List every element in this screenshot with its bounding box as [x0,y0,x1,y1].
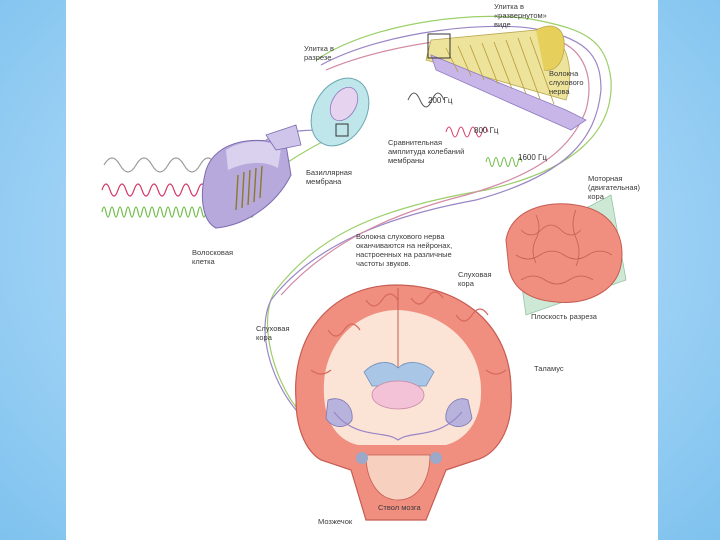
label-cochlea-unrolled: Улитка в «развернутом» виде [494,2,547,29]
label-freq-1600: 1600 Гц [518,153,547,162]
label-auditory-cortex-left: Слуховая кора [256,324,290,342]
label-brainstem: Ствол мозга [378,503,421,512]
label-motor-cortex: Моторная (двигательная) кора [588,174,640,201]
label-freq-800: 800 Гц [474,126,498,135]
label-cochlea-section: Улитка в разрезе [304,44,334,62]
hair-cell-illustration [202,125,301,228]
slide-frame: Улитка в «развернутом» виде Улитка в раз… [66,0,658,540]
label-hair-cell: Волосковая клетка [192,248,233,266]
brain-coronal-section [296,285,512,520]
label-cerebellum: Мозжечок [318,517,352,526]
brain-side-view [506,195,626,315]
label-section-plane: Плоскость разреза [531,312,597,321]
label-auditory-cortex-right: Слуховая кора [458,270,492,288]
label-freq-200: 200 Гц [428,96,452,105]
label-nerve-endings: Волокна слухового нерва оканчиваются на … [356,232,452,268]
cochlea-section [299,68,380,156]
label-membrane-amplitude: Сравнительная амплитуда колебаний мембра… [388,138,464,165]
label-nerve-fibers: Волокна слухового нерва [549,69,584,96]
label-basilar-membrane: Базиллярная мембрана [306,168,352,186]
label-thalamus: Таламус [534,364,564,373]
